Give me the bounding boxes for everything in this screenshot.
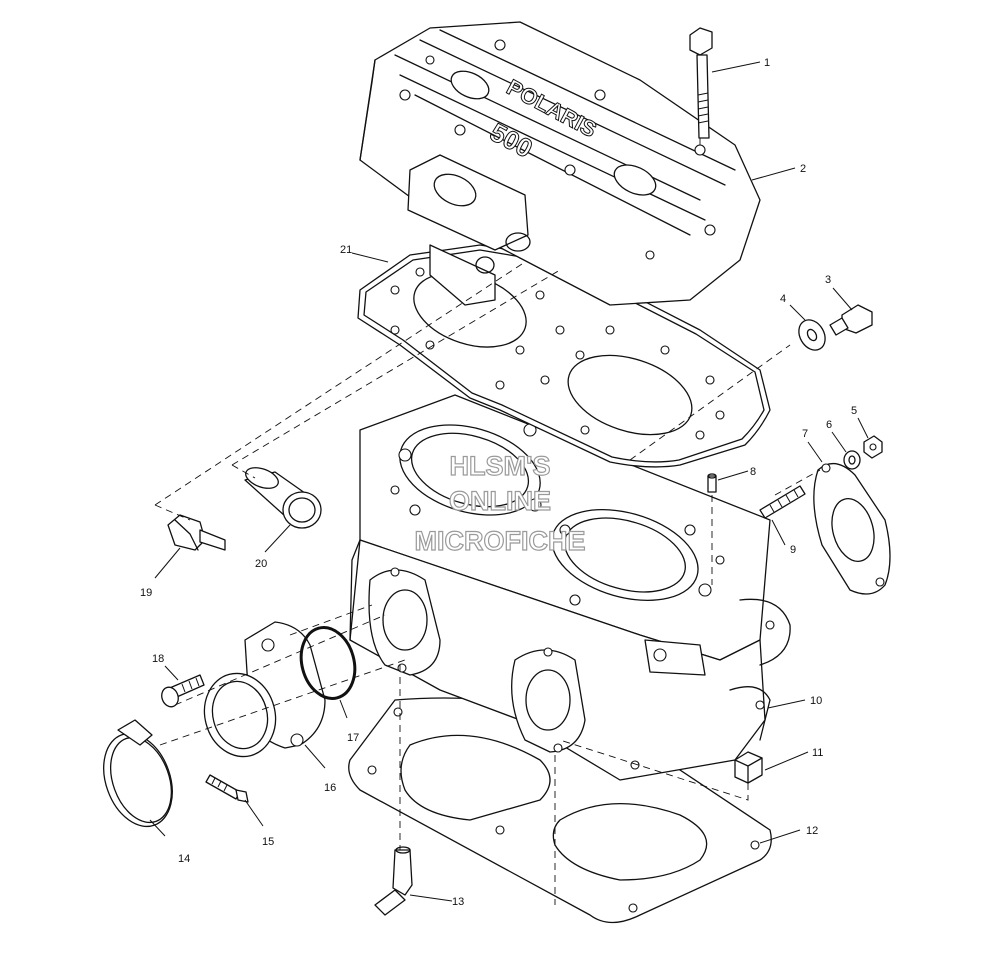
watermark: HLSM'S ONLINE MICROFICHE bbox=[414, 450, 586, 556]
callout-18: 18 bbox=[152, 653, 164, 665]
callout-12: 12 bbox=[806, 825, 818, 837]
watermark-line-1: HLSM'S bbox=[450, 451, 551, 481]
callout-19: 19 bbox=[140, 587, 152, 599]
cylinder-head: POLARIS 500 bbox=[359, 21, 761, 306]
callout-17: 17 bbox=[347, 732, 359, 744]
callout-9: 9 bbox=[790, 544, 796, 556]
callout-8: 8 bbox=[750, 466, 756, 478]
dowel-pin bbox=[707, 473, 717, 493]
assembly-lines bbox=[154, 138, 821, 905]
callout-10: 10 bbox=[810, 695, 822, 707]
callout-labels: 1 2 3 4 5 6 7 8 9 10 11 12 13 14 15 16 1… bbox=[140, 57, 857, 908]
callout-16: 16 bbox=[324, 782, 336, 794]
lock-washer bbox=[843, 450, 861, 470]
callout-11: 11 bbox=[812, 747, 823, 759]
hose-clamp bbox=[103, 719, 173, 828]
intake-adapter bbox=[203, 621, 326, 758]
cylinder-block bbox=[349, 394, 791, 781]
washer bbox=[798, 319, 826, 351]
exhaust-stud bbox=[759, 485, 806, 519]
thermostat-sleeve bbox=[244, 467, 322, 529]
callout-14: 14 bbox=[178, 853, 190, 865]
exhaust-nut bbox=[863, 435, 883, 459]
exhaust-gasket bbox=[813, 463, 891, 595]
temperature-sensor bbox=[167, 514, 226, 551]
water-fitting bbox=[374, 846, 413, 916]
callout-7: 7 bbox=[802, 428, 808, 440]
base-nut bbox=[734, 751, 763, 784]
callout-20: 20 bbox=[255, 558, 267, 570]
callout-4: 4 bbox=[780, 293, 786, 305]
watermark-line-3: MICROFICHE bbox=[415, 526, 586, 556]
callout-3: 3 bbox=[825, 274, 831, 286]
bolt-3 bbox=[829, 304, 873, 336]
o-ring bbox=[299, 626, 357, 700]
watermark-line-2: ONLINE bbox=[449, 486, 551, 516]
callout-21: 21 bbox=[340, 244, 352, 256]
clamp-screw bbox=[205, 774, 249, 803]
head-bolt bbox=[689, 27, 713, 139]
callout-1: 1 bbox=[764, 57, 770, 69]
adapter-screw bbox=[161, 674, 205, 708]
callout-6: 6 bbox=[826, 419, 832, 431]
callout-13: 13 bbox=[452, 896, 464, 908]
callout-5: 5 bbox=[851, 405, 857, 417]
callout-2: 2 bbox=[800, 163, 806, 175]
callout-15: 15 bbox=[262, 836, 274, 848]
leader-lines bbox=[149, 61, 869, 902]
